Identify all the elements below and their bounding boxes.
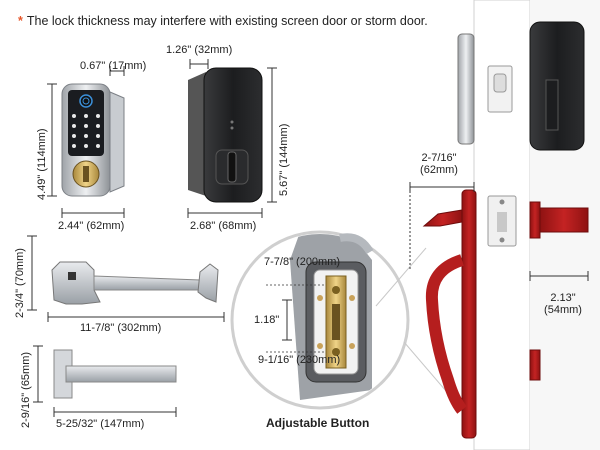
strike-bar-height-label: 2-9/16" (65mm) — [20, 351, 32, 428]
interior-height-label: 5.67" (144mm) — [278, 123, 290, 196]
note-text: The lock thickness may interfere with ex… — [26, 14, 428, 28]
keypad-thickness-label: 0.67" (17mm) — [80, 60, 147, 72]
projection-label: 2.13" (54mm) — [544, 292, 582, 316]
handle-height-label: 2-3/4" (70mm) — [14, 248, 26, 318]
keyhole-icon — [83, 166, 89, 182]
interior-width-label: 2.68" (68mm) — [190, 220, 257, 232]
thumb-turn-icon — [227, 151, 237, 183]
asterisk-icon: * — [18, 14, 23, 28]
backset-label: 2-7/16" (62mm) — [420, 152, 458, 176]
door-side-view — [422, 0, 600, 450]
handle-length-label: 11-7/8" (302mm) — [80, 322, 162, 334]
strike-bar-length-label: 5-25/32" (147mm) — [56, 418, 145, 430]
interior-thickness-label: 1.26" (32mm) — [166, 44, 233, 56]
thickness-note: *The lock thickness may interfere with e… — [18, 14, 428, 28]
adjustable-button-caption: Adjustable Button — [266, 416, 370, 430]
keypad-width-label: 2.44" (62mm) — [58, 220, 125, 232]
adjust-bottom-label: 9-1/16" (230mm) — [258, 354, 341, 366]
keypad-unit — [61, 83, 125, 197]
keypad-height-label: 4.49" (114mm) — [36, 128, 48, 200]
strike-bar-unit — [53, 349, 177, 399]
adjustable-detail — [230, 230, 410, 410]
adjust-top-label: 7-7/8" (200mm) — [264, 256, 341, 268]
fingerprint-icon — [79, 94, 93, 108]
keyhole-icon — [68, 272, 76, 280]
adjust-mid-label: 1.18" — [254, 314, 280, 326]
handle-unit — [51, 261, 219, 305]
interior-unit — [188, 67, 263, 203]
